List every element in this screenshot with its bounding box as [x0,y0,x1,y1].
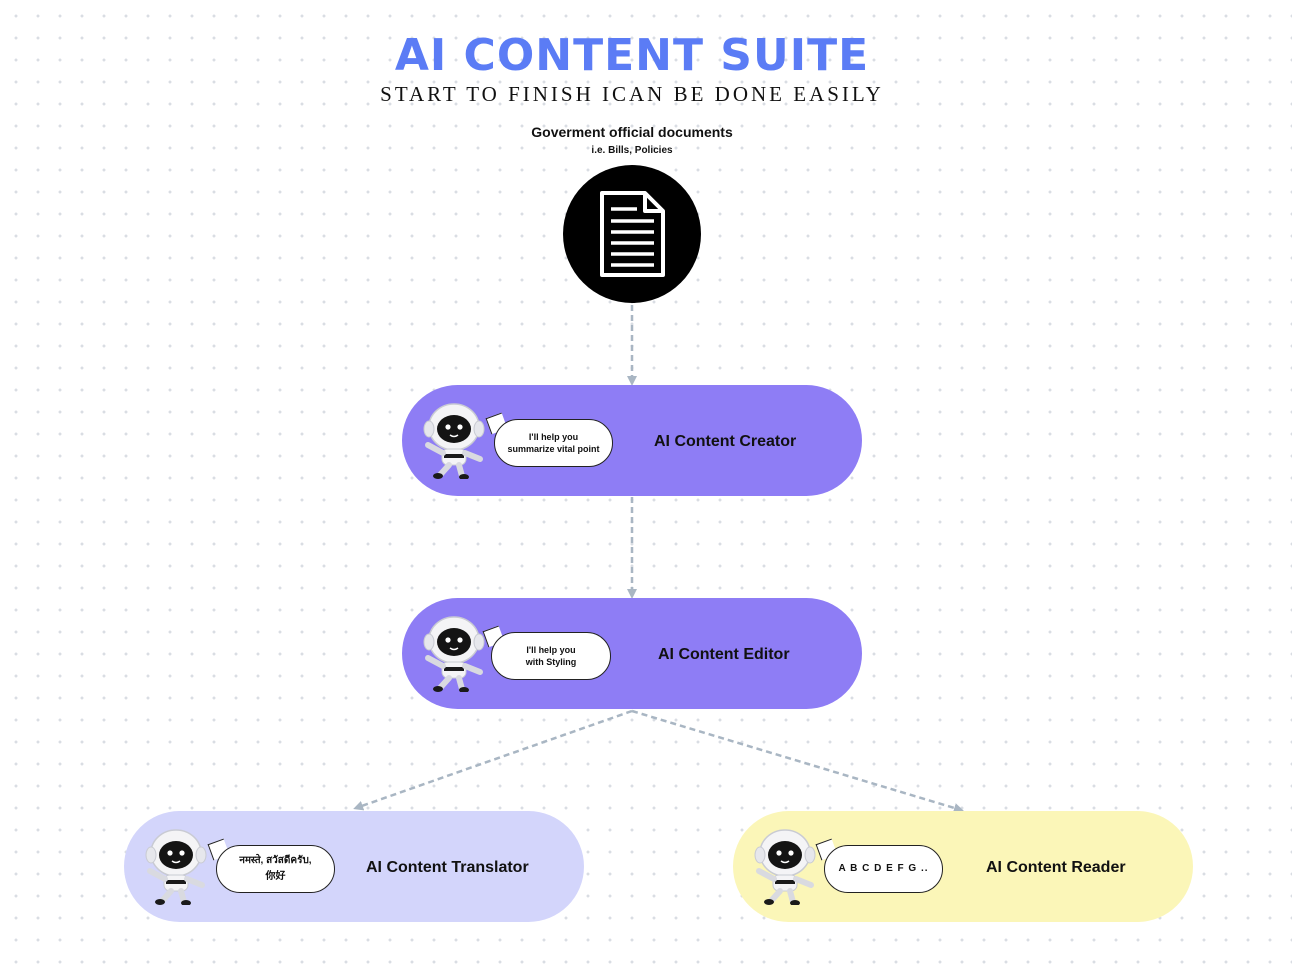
bubble-line-1: A B C D E F G .. [838,863,929,874]
connector-editor-reader [631,709,964,813]
bubble-line-1: I'll help you [526,645,576,655]
source-label: Goverment official documents [531,124,733,140]
speech-bubble: नमस्ते, สวัสดีครับ, 你好 [216,845,335,893]
ai-content-translator-node[interactable]: नमस्ते, สวัสดีครับ, 你好 AI Content Transl… [124,811,584,922]
speech-bubble: I'll help you with Styling [491,632,611,680]
connector-editor-translator [353,709,633,811]
speech-bubble: I'll help you summarize vital point [494,419,613,467]
ai-content-editor-node[interactable]: I'll help you with Styling AI Content Ed… [402,598,862,709]
ai-content-creator-node[interactable]: I'll help you summarize vital point AI C… [402,385,862,496]
bubble-line-2: 你好 [265,871,286,882]
bubble-line-1: नमस्ते, สวัสดีครับ, [239,855,312,866]
node-title: AI Content Reader [986,859,1126,876]
robot-icon [145,829,207,905]
node-title: AI Content Creator [654,433,797,450]
speech-bubble: A B C D E F G .. [824,845,943,893]
robot-icon [754,829,816,905]
bubble-line-2: summarize vital point [507,444,600,454]
node-title: AI Content Editor [658,646,790,663]
ai-content-reader-node[interactable]: A B C D E F G .. AI Content Reader [733,811,1193,922]
bubble-line-1: I'll help you [528,432,579,442]
document-icon [600,191,665,277]
source-document-node [563,165,701,303]
node-title: AI Content Translator [366,859,529,876]
source-sublabel: i.e. Bills, Policies [591,145,673,156]
robot-icon [423,616,485,692]
page-subtitle: START TO FINISH ICAN BE DONE EASILY [380,82,884,106]
robot-icon [423,403,485,479]
bubble-line-2: with Styling [525,657,577,667]
page-title: AI CONTENT SUITE [394,30,870,81]
